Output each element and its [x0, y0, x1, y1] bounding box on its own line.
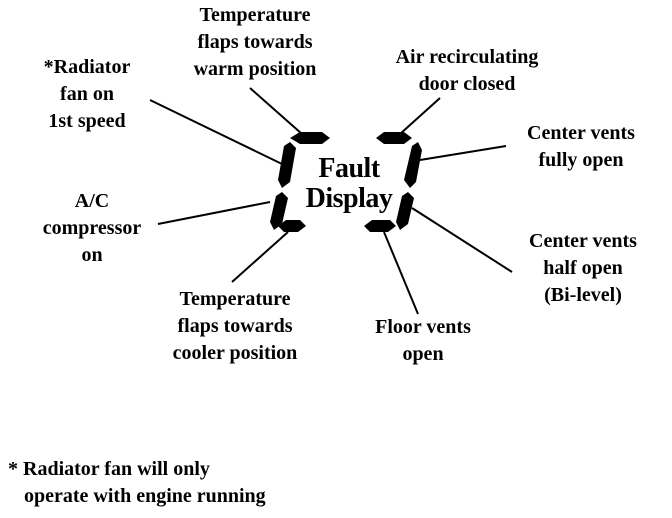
label-line: cooler position	[172, 342, 298, 364]
label-line: flaps towards	[197, 31, 313, 53]
label-floor-vents: Floor vents open	[354, 314, 492, 368]
label-line: Center vents	[527, 122, 635, 144]
label-center-full: Center vents fully open	[506, 120, 656, 174]
footnote-line: operate with engine running	[24, 485, 266, 507]
leader-temp-warm	[249, 87, 303, 135]
label-temp-cool: Temperature flaps towards cooler positio…	[146, 286, 324, 367]
label-line: fan on	[60, 83, 114, 105]
segment-left-lower-left	[270, 192, 288, 230]
center-title-line: Fault	[318, 153, 380, 184]
segment-right-bottom	[364, 220, 396, 232]
label-line: A/C	[74, 190, 110, 212]
label-line: on	[81, 244, 103, 266]
label-line: Floor vents	[375, 316, 471, 338]
leader-floor-vents	[383, 231, 419, 315]
fault-display-title: Fault Display	[284, 154, 414, 214]
leader-radiator-fan	[149, 99, 283, 165]
segment-right-lower-right	[396, 192, 414, 230]
leader-temp-cool	[231, 231, 289, 283]
label-line: half open	[543, 257, 623, 279]
label-radiator-fan: *Radiator fan on 1st speed	[28, 54, 146, 135]
leader-center-full	[419, 145, 507, 161]
label-temp-warm: Temperature flaps towards warm position	[168, 2, 342, 83]
label-center-half: Center vents half open (Bi-level)	[508, 228, 658, 309]
segment-left-upper-left	[278, 142, 296, 188]
center-title-line: Display	[305, 183, 393, 214]
leader-lines	[149, 87, 513, 315]
label-line: Temperature	[179, 288, 291, 310]
label-line: (Bi-level)	[544, 284, 622, 306]
segment-left-top	[290, 132, 330, 144]
segment-digit-left	[270, 132, 330, 232]
label-line: 1st speed	[48, 110, 126, 132]
label-line: Temperature	[199, 4, 311, 26]
label-line: warm position	[193, 58, 317, 80]
footnote: * Radiator fan will only operate with en…	[8, 456, 266, 510]
segment-digit-right	[364, 132, 422, 232]
label-line: open	[402, 343, 444, 365]
label-line: fully open	[538, 149, 624, 171]
footnote-line: * Radiator fan will only	[8, 458, 210, 480]
leader-air-recirc	[399, 97, 441, 135]
label-line: compressor	[42, 217, 142, 239]
segment-left-bottom	[278, 220, 306, 232]
leader-center-half	[411, 207, 513, 273]
segment-right-top	[376, 132, 412, 144]
label-line: *Radiator	[43, 56, 131, 78]
label-ac-compressor: A/C compressor on	[22, 188, 162, 269]
label-line: Center vents	[529, 230, 637, 252]
segment-right-upper-right	[404, 142, 422, 188]
label-line: Air recirculating	[395, 46, 539, 68]
leader-ac-compressor	[157, 201, 271, 225]
label-air-recirc: Air recirculating door closed	[372, 44, 562, 98]
label-line: flaps towards	[177, 315, 293, 337]
label-line: door closed	[418, 73, 516, 95]
